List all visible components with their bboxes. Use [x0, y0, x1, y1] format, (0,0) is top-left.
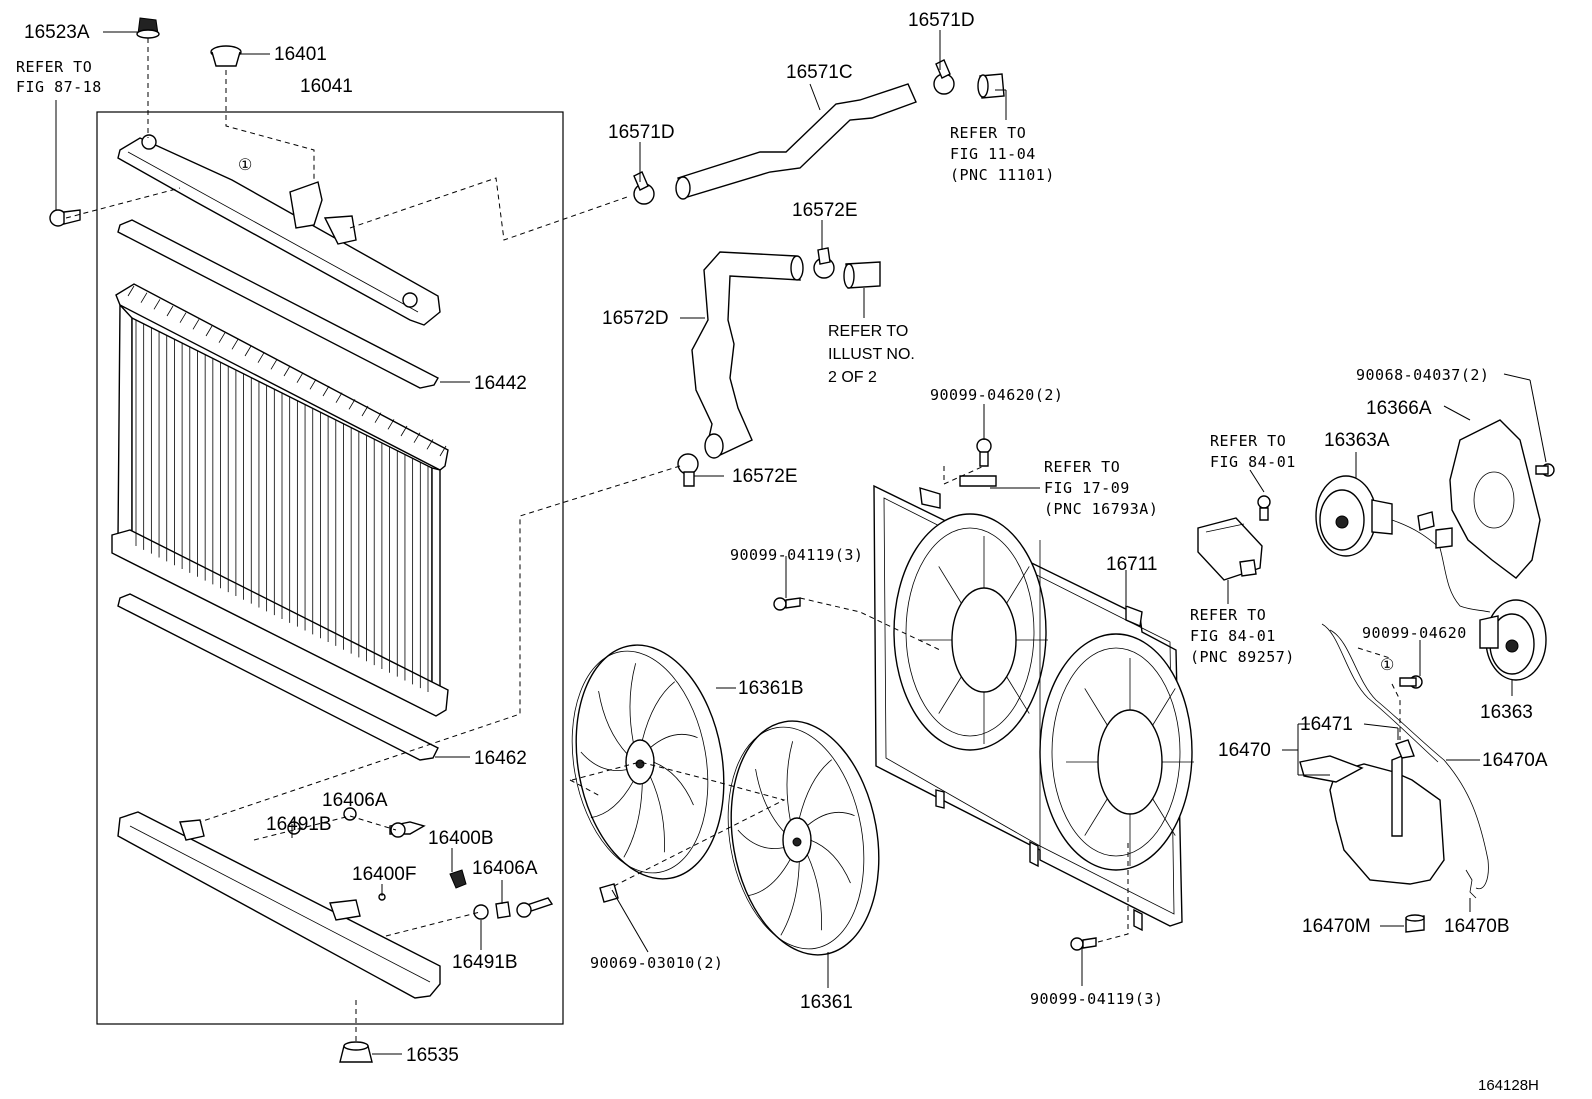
refer-notes: REFER TO FIG 87-18 REFER TO FIG 11-04 (P… — [16, 58, 1296, 666]
label-16442: 16442 — [474, 373, 527, 394]
label-90099-04119-top: 90099-04119(3) — [730, 546, 863, 564]
label-16363: 16363 — [1480, 702, 1533, 723]
label-90099-04119-bottom: 90099-04119(3) — [1030, 990, 1163, 1008]
svg-text:ILLUST NO.: ILLUST NO. — [828, 346, 915, 363]
radiator-assembly-outline — [96, 111, 564, 1025]
radiator-lower-tank — [117, 811, 441, 999]
svg-text:2 OF 2: 2 OF 2 — [828, 369, 877, 386]
upper-radiator-hose — [677, 83, 917, 199]
svg-text:REFER TO: REFER TO — [1190, 606, 1266, 624]
svg-text:(PNC 16793A): (PNC 16793A) — [1044, 500, 1158, 518]
svg-text:FIG 84-01: FIG 84-01 — [1210, 453, 1296, 471]
svg-text:REFER TO: REFER TO — [1044, 458, 1120, 476]
label-16400F: 16400F — [352, 864, 416, 885]
shroud-bolts — [773, 438, 1097, 951]
fan-16361-blades — [737, 741, 855, 936]
refer-note-fig-87-18: REFER TO FIG 87-18 — [16, 58, 102, 96]
svg-text:FIG 84-01: FIG 84-01 — [1190, 627, 1276, 645]
label-16462: 16462 — [474, 748, 527, 769]
radiator-core-fins — [127, 285, 447, 692]
label-16571D-left: 16571D — [608, 122, 675, 143]
fan-motor-16363A — [1315, 475, 1491, 613]
svg-text:REFER TO: REFER TO — [16, 58, 92, 76]
fan-motor-16363 — [1479, 599, 1547, 681]
label-16711: 16711 — [1106, 554, 1157, 575]
leader-lines — [55, 30, 1547, 1055]
label-90099-04620-2: 90099-04620(2) — [930, 386, 1063, 404]
label-16401: 16401 — [274, 44, 327, 65]
label-16491B-lower: 16491B — [452, 952, 518, 973]
label-16406A-lower: 16406A — [472, 858, 538, 879]
label-16361B: 16361B — [738, 678, 804, 699]
refer-note-fig-84-01-top: REFER TO FIG 84-01 — [1210, 432, 1296, 471]
dashed-connection-lines — [65, 38, 1401, 1044]
motor-shroud-plate-16366A — [1449, 419, 1541, 579]
label-16041: 16041 — [300, 76, 353, 97]
fan-shroud-spokes — [920, 536, 1194, 866]
fan-nut — [599, 883, 619, 903]
svg-text:REFER TO: REFER TO — [1210, 432, 1286, 450]
svg-text:FIG 11-04: FIG 11-04 — [950, 145, 1036, 163]
label-16470A: 16470A — [1482, 750, 1548, 771]
label-16572E-bottom: 16572E — [732, 466, 798, 487]
label-16470: 16470 — [1218, 740, 1271, 761]
fan-16361B-blades — [580, 663, 698, 858]
refer-note-fig-11-04: REFER TO FIG 11-04 (PNC 11101) — [950, 124, 1055, 184]
label-16471: 16471 — [1300, 714, 1353, 735]
radiator-core — [111, 283, 449, 717]
fan-shroud-16711 — [873, 484, 1193, 932]
label-16406A-upper: 16406A — [322, 790, 388, 811]
refer-note-fig-84-01-bottom: REFER TO FIG 84-01 (PNC 89257) — [1190, 606, 1295, 666]
label-90099-04620: 90099-04620 — [1362, 624, 1467, 642]
circle-reference-1-upper: ① — [238, 157, 252, 174]
svg-text:(PNC 11101): (PNC 11101) — [950, 166, 1055, 184]
lower-radiator-hose — [691, 251, 801, 457]
upper-tank-gasket — [117, 219, 439, 389]
label-16470M: 16470M — [1302, 916, 1371, 937]
svg-text:REFER TO: REFER TO — [828, 323, 908, 340]
part-number-labels: 16523A 16401 16041 16442 16462 16406A 16… — [24, 10, 1548, 1094]
label-16400B: 16400B — [428, 828, 494, 849]
radiator-upper-tank — [117, 134, 441, 326]
svg-text:FIG 17-09: FIG 17-09 — [1044, 479, 1130, 497]
radiator-small-parts — [49, 17, 554, 1063]
label-16363A: 16363A — [1324, 430, 1390, 451]
circle-reference-1-lower: ① — [1380, 657, 1394, 674]
refer-note-fig-17-09: REFER TO FIG 17-09 (PNC 16793A) — [1044, 458, 1158, 518]
fan-16361B — [571, 644, 725, 880]
label-16366A: 16366A — [1366, 398, 1432, 419]
label-16535: 16535 — [406, 1045, 459, 1066]
fan-relay — [1197, 495, 1271, 581]
svg-text:FIG 87-18: FIG 87-18 — [16, 78, 102, 96]
label-16571D-top: 16571D — [908, 10, 975, 31]
label-16491B-upper: 16491B — [266, 814, 332, 835]
label-16572E-top: 16572E — [792, 200, 858, 221]
label-90069-03010: 90069-03010(2) — [590, 954, 723, 972]
label-16470B: 16470B — [1444, 916, 1510, 937]
svg-text:REFER TO: REFER TO — [950, 124, 1026, 142]
coolant-reservoir-16470 — [1299, 623, 1489, 933]
label-16523A: 16523A — [24, 22, 90, 43]
svg-text:(PNC 89257): (PNC 89257) — [1190, 648, 1295, 666]
lower-tank-gasket — [117, 593, 439, 761]
figure-id: 164128H — [1478, 1077, 1539, 1094]
small-bolts-right — [1399, 463, 1555, 689]
label-16571C: 16571C — [786, 62, 853, 83]
label-90068-04037: 90068-04037(2) — [1356, 366, 1489, 384]
label-16361: 16361 — [800, 992, 853, 1013]
label-16572D: 16572D — [602, 308, 669, 329]
fan-16361 — [727, 720, 880, 956]
refer-note-illust-2-of-2: REFER TO ILLUST NO. 2 OF 2 — [828, 323, 915, 386]
